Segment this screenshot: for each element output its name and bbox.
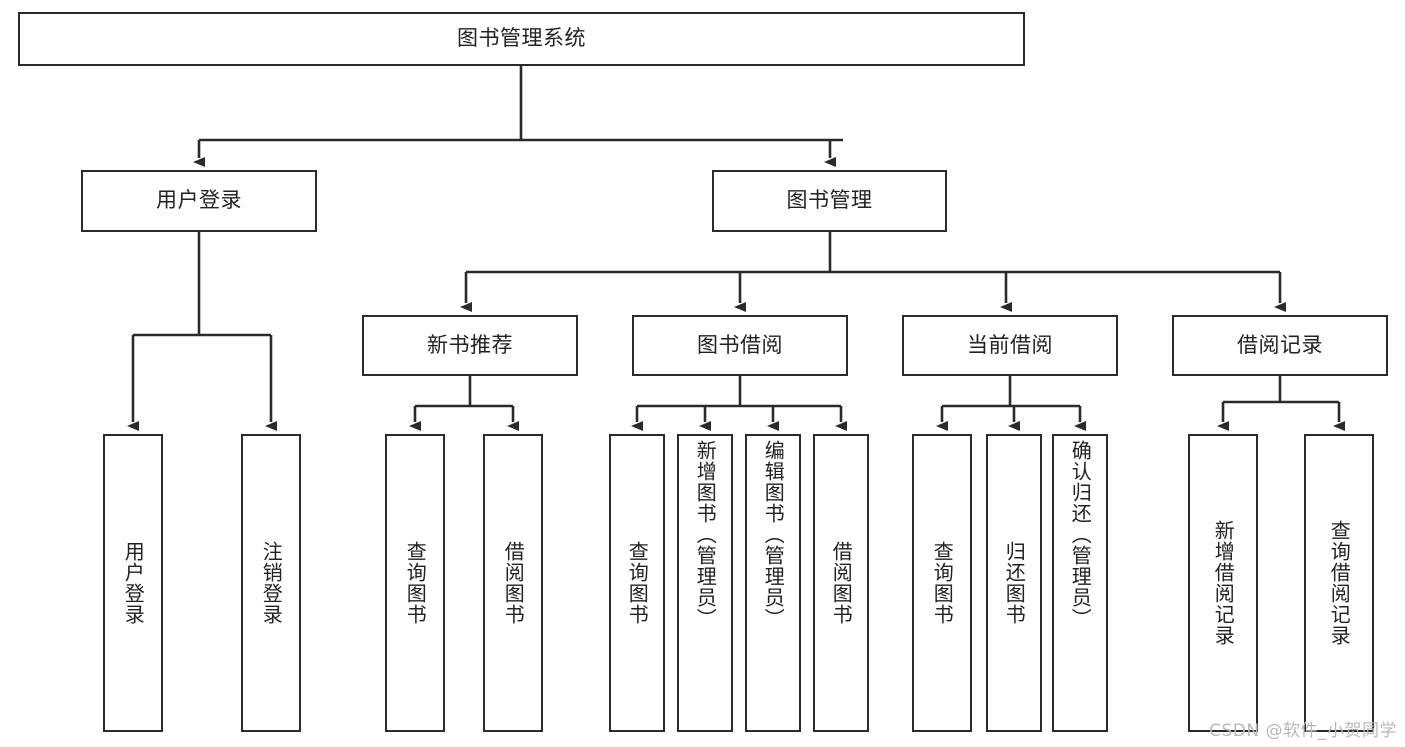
node-leaf-logout-label: 注销登录 [259,541,284,625]
node-new-book-rec[interactable]: 新书推荐 [362,315,578,376]
node-leaf-query-book-2[interactable]: 查询图书 [609,434,665,732]
node-borrow-record[interactable]: 借阅记录 [1172,315,1388,376]
node-book-borrow[interactable]: 图书借阅 [632,315,848,376]
node-leaf-borrow-book-2-label: 借阅图书 [829,541,854,625]
watermark-text: CSDN @软件_小贺同学 [1209,721,1397,741]
node-leaf-edit-book-label: 编辑图书（管理员） [761,440,786,629]
node-book-manage[interactable]: 图书管理 [712,170,947,232]
node-book-manage-label: 图书管理 [786,188,873,213]
node-new-book-rec-label: 新书推荐 [427,332,513,357]
node-leaf-query-book-3[interactable]: 查询图书 [912,434,972,732]
node-root[interactable]: 图书管理系统 [18,12,1025,66]
node-leaf-borrow-book-1[interactable]: 借阅图书 [483,434,543,732]
node-leaf-query-book-1-label: 查询图书 [403,541,428,625]
node-leaf-user-login-label: 用户登录 [121,541,146,625]
node-leaf-query-record-label: 查询借阅记录 [1327,520,1352,646]
node-leaf-user-login[interactable]: 用户登录 [103,434,163,732]
node-leaf-confirm-return-label: 确认归还（管理员） [1068,440,1093,629]
node-leaf-edit-book[interactable]: 编辑图书（管理员） [745,434,801,732]
node-root-label: 图书管理系统 [457,26,586,51]
node-leaf-query-book-3-label: 查询图书 [930,541,955,625]
node-leaf-add-book-label: 新增图书（管理员） [693,440,718,629]
node-leaf-query-record[interactable]: 查询借阅记录 [1304,434,1374,732]
node-leaf-query-book-2-label: 查询图书 [625,541,650,625]
node-leaf-query-book-1[interactable]: 查询图书 [385,434,445,732]
node-leaf-return-book-label: 归还图书 [1002,541,1027,625]
node-user-login[interactable]: 用户登录 [81,170,317,232]
node-current-borrow-label: 当前借阅 [967,332,1053,357]
node-borrow-record-label: 借阅记录 [1237,332,1323,357]
node-book-borrow-label: 图书借阅 [697,332,783,357]
node-leaf-borrow-book-2[interactable]: 借阅图书 [813,434,869,732]
node-user-login-label: 用户登录 [156,188,242,213]
node-leaf-add-record-label: 新增借阅记录 [1211,520,1236,646]
node-leaf-logout[interactable]: 注销登录 [241,434,301,732]
node-current-borrow[interactable]: 当前借阅 [902,315,1118,376]
node-leaf-return-book[interactable]: 归还图书 [986,434,1042,732]
node-leaf-add-book[interactable]: 新增图书（管理员） [677,434,733,732]
node-leaf-borrow-book-1-label: 借阅图书 [501,541,526,625]
node-leaf-add-record[interactable]: 新增借阅记录 [1188,434,1258,732]
node-leaf-confirm-return[interactable]: 确认归还（管理员） [1052,434,1108,732]
